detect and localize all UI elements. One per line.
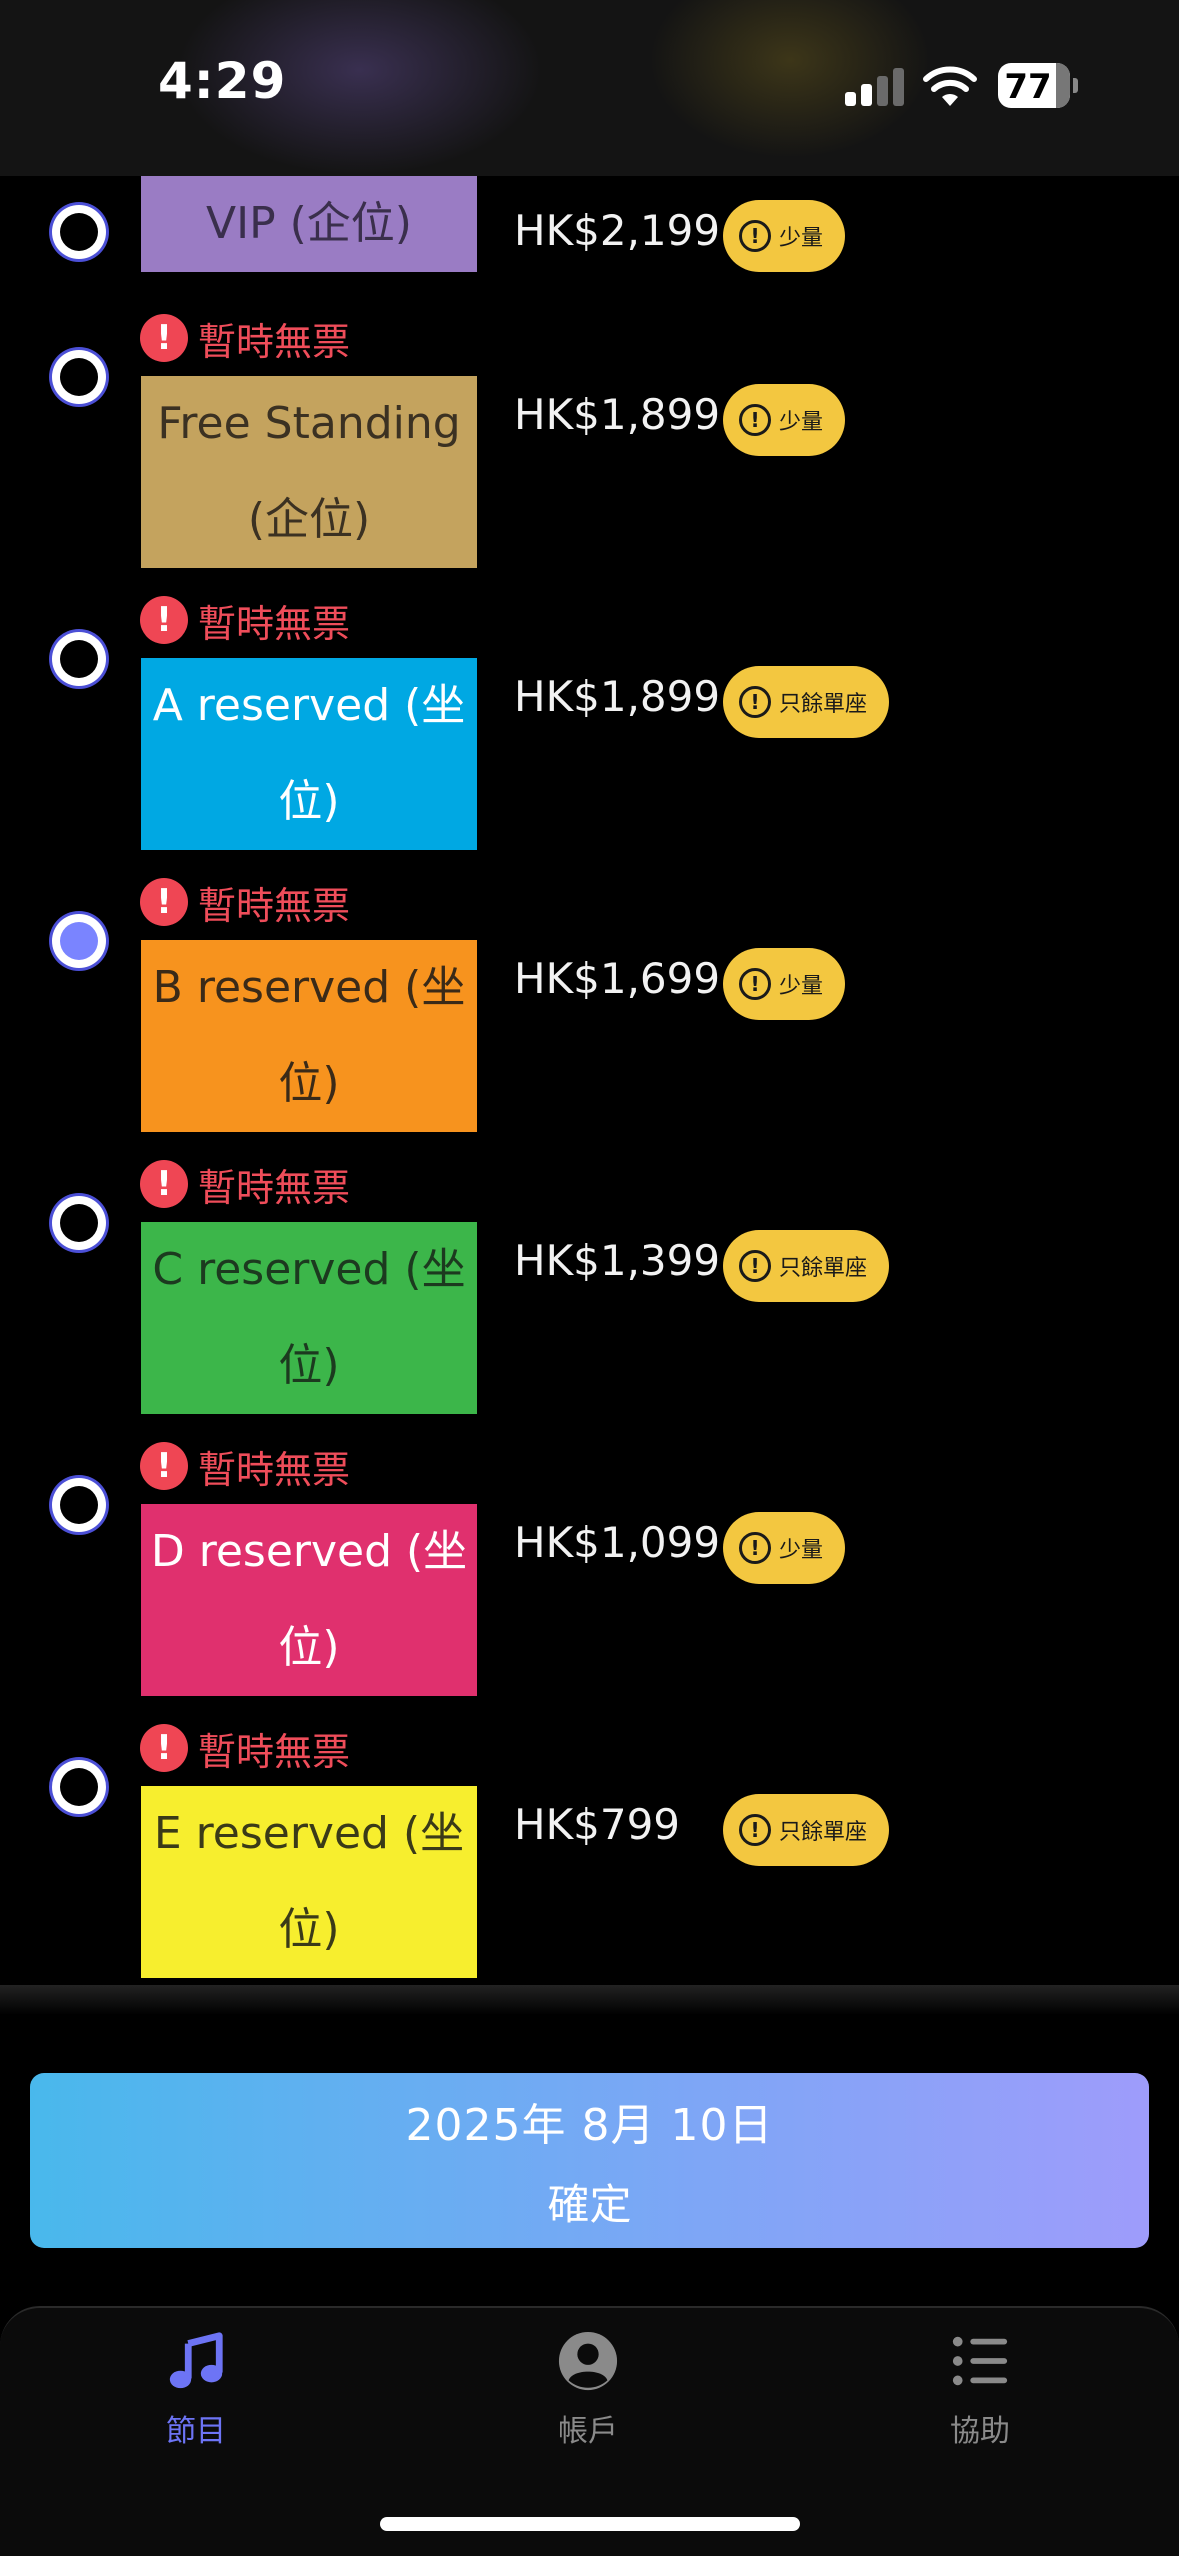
info-icon: ! xyxy=(739,1250,771,1282)
availability-badge: ! 只餘單座 xyxy=(723,1230,890,1302)
ticket-row-free-standing[interactable]: ! 暫時無票 Free Standing (企位) HK$1,899 ! 少量 xyxy=(0,310,1179,592)
wifi-icon xyxy=(923,66,977,106)
confirm-date-button[interactable]: 2025年 8月 10日 確定 xyxy=(30,2073,1149,2248)
availability-badge: ! 少量 xyxy=(723,948,846,1020)
sold-out-warning: ! 暫時無票 xyxy=(140,874,350,930)
list-scroll-edge xyxy=(0,1985,1179,2015)
account-circle-icon xyxy=(558,2331,618,2391)
availability-badge: ! 少量 xyxy=(723,200,846,272)
warning-label: 暫時無票 xyxy=(198,883,351,928)
badge-label: 少量 xyxy=(779,226,824,251)
ticket-row-a-reserved[interactable]: ! 暫時無票 A reserved (坐位) HK$1,899 ! 只餘單座 xyxy=(0,592,1179,874)
ticket-category: E reserved (坐位) xyxy=(141,1786,477,1978)
tab-label: 協助 xyxy=(950,2414,1010,2449)
sold-out-warning: ! 暫時無票 xyxy=(140,592,350,648)
availability-badge: ! 少量 xyxy=(723,1512,846,1584)
ticket-category: A reserved (坐位) xyxy=(141,658,477,850)
info-icon: ! xyxy=(739,404,771,436)
sold-out-warning: ! 暫時無票 xyxy=(140,1438,350,1494)
warning-label: 暫時無票 xyxy=(198,1447,351,1492)
sold-out-warning: ! 暫時無票 xyxy=(140,1156,350,1212)
info-icon: ! xyxy=(739,686,771,718)
ticket-price: HK$1,899 xyxy=(514,390,721,439)
ticket-price: HK$2,199 xyxy=(514,206,721,255)
badge-label: 少量 xyxy=(779,410,824,435)
battery-level: 77 xyxy=(1004,67,1052,107)
alert-icon: ! xyxy=(140,314,188,362)
ticket-category: C reserved (坐位) xyxy=(141,1222,477,1414)
badge-label: 少量 xyxy=(779,1538,824,1563)
badge-label: 少量 xyxy=(779,974,824,999)
warning-label: 暫時無票 xyxy=(198,319,351,364)
ticket-price: HK$1,399 xyxy=(514,1236,721,1285)
availability-badge: ! 只餘單座 xyxy=(723,1794,890,1866)
info-icon: ! xyxy=(739,220,771,252)
home-indicator xyxy=(380,2517,800,2531)
status-bar: 4:29 77 xyxy=(0,0,1179,176)
selected-date: 2025年 8月 10日 xyxy=(405,2100,774,2151)
radio-button[interactable] xyxy=(52,205,106,259)
ticket-price: HK$1,099 xyxy=(514,1518,721,1567)
info-icon: ! xyxy=(739,1532,771,1564)
alert-icon: ! xyxy=(140,596,188,644)
cellular-signal-icon xyxy=(845,66,905,106)
ticket-row-e-reserved[interactable]: ! 暫時無票 E reserved (坐位) HK$799 ! 只餘單座 xyxy=(0,1720,1179,2002)
radio-button[interactable] xyxy=(52,632,106,686)
music-note-icon xyxy=(169,2332,223,2389)
tab-help[interactable]: 協助 xyxy=(880,2330,1080,2450)
list-icon xyxy=(952,2336,1008,2386)
sold-out-warning: ! 暫時無票 xyxy=(140,310,350,366)
badge-label: 只餘單座 xyxy=(779,1256,868,1281)
warning-label: 暫時無票 xyxy=(198,1729,351,1774)
alert-icon: ! xyxy=(140,1724,188,1772)
radio-button[interactable] xyxy=(52,1760,106,1814)
availability-badge: ! 只餘單座 xyxy=(723,666,890,738)
confirm-label: 確定 xyxy=(547,2180,632,2229)
ticket-row-d-reserved[interactable]: ! 暫時無票 D reserved (坐位) HK$1,099 ! 少量 xyxy=(0,1438,1179,1720)
alert-icon: ! xyxy=(140,878,188,926)
radio-button[interactable] xyxy=(52,1478,106,1532)
warning-label: 暫時無票 xyxy=(198,1165,351,1210)
badge-label: 只餘單座 xyxy=(779,692,868,717)
tab-label: 節目 xyxy=(166,2414,226,2449)
badge-label: 只餘單座 xyxy=(779,1820,868,1845)
sold-out-warning: ! 暫時無票 xyxy=(140,1720,350,1776)
status-time: 4:29 xyxy=(158,52,287,110)
warning-label: 暫時無票 xyxy=(198,601,351,646)
info-icon: ! xyxy=(739,968,771,1000)
ticket-row-b-reserved[interactable]: ! 暫時無票 B reserved (坐位) HK$1,699 ! 少量 xyxy=(0,874,1179,1156)
ticket-price: HK$799 xyxy=(514,1800,681,1849)
ticket-category: Free Standing (企位) xyxy=(141,376,477,568)
ticket-row-vip[interactable]: VIP (企位) HK$2,199 ! 少量 xyxy=(0,176,1179,365)
radio-button-selected[interactable] xyxy=(52,914,106,968)
ticket-category: D reserved (坐位) xyxy=(141,1504,477,1696)
ticket-list[interactable]: VIP (企位) HK$2,199 ! 少量 ! 暫時無票 Free Stand… xyxy=(0,176,1179,2008)
radio-button[interactable] xyxy=(52,1196,106,1250)
info-icon: ! xyxy=(739,1814,771,1846)
ticket-row-c-reserved[interactable]: ! 暫時無票 C reserved (坐位) HK$1,399 ! 只餘單座 xyxy=(0,1156,1179,1438)
tab-label: 帳戶 xyxy=(558,2414,618,2449)
ticket-price: HK$1,899 xyxy=(514,672,721,721)
ticket-category: VIP (企位) xyxy=(141,176,477,272)
tab-programs[interactable]: 節目 xyxy=(96,2330,296,2450)
ticket-price: HK$1,699 xyxy=(514,954,721,1003)
alert-icon: ! xyxy=(140,1160,188,1208)
availability-badge: ! 少量 xyxy=(723,384,846,456)
tab-account[interactable]: 帳戶 xyxy=(488,2330,688,2450)
battery-icon: 77 xyxy=(998,63,1078,108)
alert-icon: ! xyxy=(140,1442,188,1490)
radio-button[interactable] xyxy=(52,350,106,404)
ticket-category: B reserved (坐位) xyxy=(141,940,477,1132)
